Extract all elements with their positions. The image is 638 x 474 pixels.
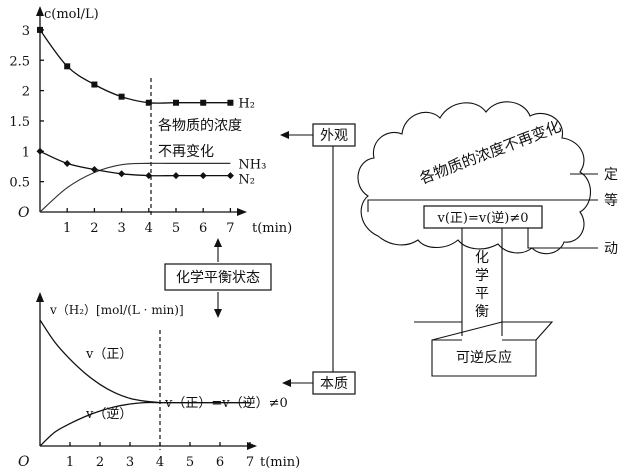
- c-x-tick-label: 3: [117, 221, 125, 236]
- trunk-char-3: 平: [475, 286, 489, 302]
- state-box: [164, 263, 272, 291]
- v-x-tick-label: 3: [126, 455, 134, 470]
- c-series-line: [39, 162, 231, 213]
- v-equilibrium-annotation: v（正）=v（逆）≠0: [164, 395, 288, 411]
- tree-condition: v(正)=v(逆)≠0: [436, 210, 528, 226]
- pot: [414, 321, 554, 377]
- rate-chart: v（H₂）[mol/(L · min)] O 1 2 3 4 5 6 7 t(min) v（…: [18, 292, 300, 470]
- state-label: 化学平衡状态: [176, 270, 260, 286]
- v-x-tick-label: 4: [156, 455, 164, 470]
- c-point: [118, 93, 125, 100]
- c-y-tick-label: 3: [22, 24, 30, 39]
- v-x-axis-label: t(min): [260, 455, 300, 470]
- v-reverse-label: v（逆）: [85, 406, 132, 422]
- c-series-label: NH₃: [238, 157, 266, 172]
- c-point: [199, 172, 207, 180]
- c-x-tick-label: 1: [63, 221, 71, 236]
- deng-line: [367, 199, 598, 212]
- trunk-char-4: 衡: [475, 304, 489, 320]
- c-y-tick-label: 2: [22, 85, 30, 100]
- ding-label: 定: [604, 167, 618, 183]
- c-x-tick-label: 4: [145, 221, 153, 236]
- c-point: [173, 99, 179, 106]
- c-point: [226, 172, 234, 180]
- c-y-tick-label: 1: [22, 145, 30, 160]
- c-x-ticks: 1 2 3 4 5 6 7: [63, 208, 235, 236]
- v-series: [39, 319, 250, 447]
- v-y-axis-label: v（H₂）[mol/(L · min)]: [49, 303, 184, 317]
- c-x-tick-label: 7: [226, 221, 234, 236]
- pot-label: 可逆反应: [456, 349, 512, 366]
- v-series-curve: [39, 401, 161, 447]
- c-point: [63, 159, 71, 167]
- v-x-tick-label: 6: [216, 455, 224, 470]
- c-point: [200, 99, 207, 106]
- c-point: [36, 147, 44, 155]
- v-x-tick-label: 1: [66, 455, 74, 470]
- c-origin-label: O: [18, 205, 30, 221]
- c-y-tick-label: 1.5: [9, 115, 30, 130]
- benzhi-arrow-head: [282, 379, 291, 387]
- c-point: [90, 166, 98, 174]
- c-point: [91, 81, 98, 88]
- benzhi-label: 本质: [320, 376, 348, 392]
- deng-label: 等: [604, 192, 618, 209]
- c-point: [118, 170, 126, 178]
- center-connectors: 外观 本质 化学平衡状态: [164, 123, 356, 395]
- v-origin-label: O: [18, 454, 30, 470]
- c-series-label: N₂: [238, 173, 255, 188]
- c-point: [145, 172, 153, 180]
- v-x-axis-arrow: [247, 442, 257, 450]
- c-y-axis-arrow: [36, 6, 44, 16]
- c-y-axis-label: c(mol/L): [44, 7, 99, 22]
- v-forward-label: v（正）: [85, 347, 132, 362]
- c-x-tick-label: 5: [172, 221, 180, 236]
- c-point: [172, 172, 180, 180]
- c-y-ticks: 0.5 1 1.5 2 2.5 3: [9, 24, 44, 191]
- v-x-tick-label: 7: [246, 455, 254, 470]
- v-y-axis-arrow: [36, 292, 44, 302]
- dong-line: [527, 228, 598, 249]
- c-y-tick-label: 0.5: [9, 176, 30, 191]
- c-x-tick-label: 6: [199, 221, 207, 236]
- c-y-tick-label: 2.5: [9, 54, 30, 69]
- c-point: [64, 63, 71, 70]
- c-series-label: H₂: [238, 97, 255, 112]
- c-point: [37, 26, 43, 33]
- c-point: [227, 99, 234, 106]
- c-point: [145, 99, 152, 106]
- concentration-chart: c(mol/L) O 1 2 3 4 5 6 7 0.5 1 1.5 2 2.5 3 t(min) H…: [9, 6, 292, 236]
- v-x-tick-label: 2: [96, 455, 104, 470]
- trunk-char-1: 化: [475, 250, 489, 266]
- v-series-curve: [39, 319, 161, 404]
- c-x-axis-label: t(min): [252, 221, 292, 236]
- v-x-tick-label: 5: [186, 455, 194, 470]
- waiguan-arrow-head: [280, 131, 289, 139]
- trunk-char-2: 学: [475, 268, 489, 284]
- c-x-tick-label: 2: [90, 221, 98, 236]
- v-x-ticks: 1 2 3 4 5 6 7: [66, 442, 254, 470]
- tree-crown: [357, 101, 592, 255]
- c-annotation-2: 不再变化: [158, 144, 214, 160]
- state-arrow-down-head: [214, 309, 222, 318]
- c-x-axis-arrow: [237, 208, 247, 216]
- equilibrium-tree: v(正)=v(逆)≠0 各物质的浓度不再变化 化 学 平 衡 可逆反应 定 等 …: [357, 101, 618, 377]
- state-arrow-up-head: [214, 238, 222, 247]
- tree-condition-box: [423, 205, 543, 229]
- c-annotation-1: 各物质的浓度: [158, 118, 242, 134]
- dong-label: 动: [604, 241, 618, 257]
- waiguan-label: 外观: [320, 128, 348, 144]
- tree-text: 各物质的浓度不再变化: [417, 117, 564, 188]
